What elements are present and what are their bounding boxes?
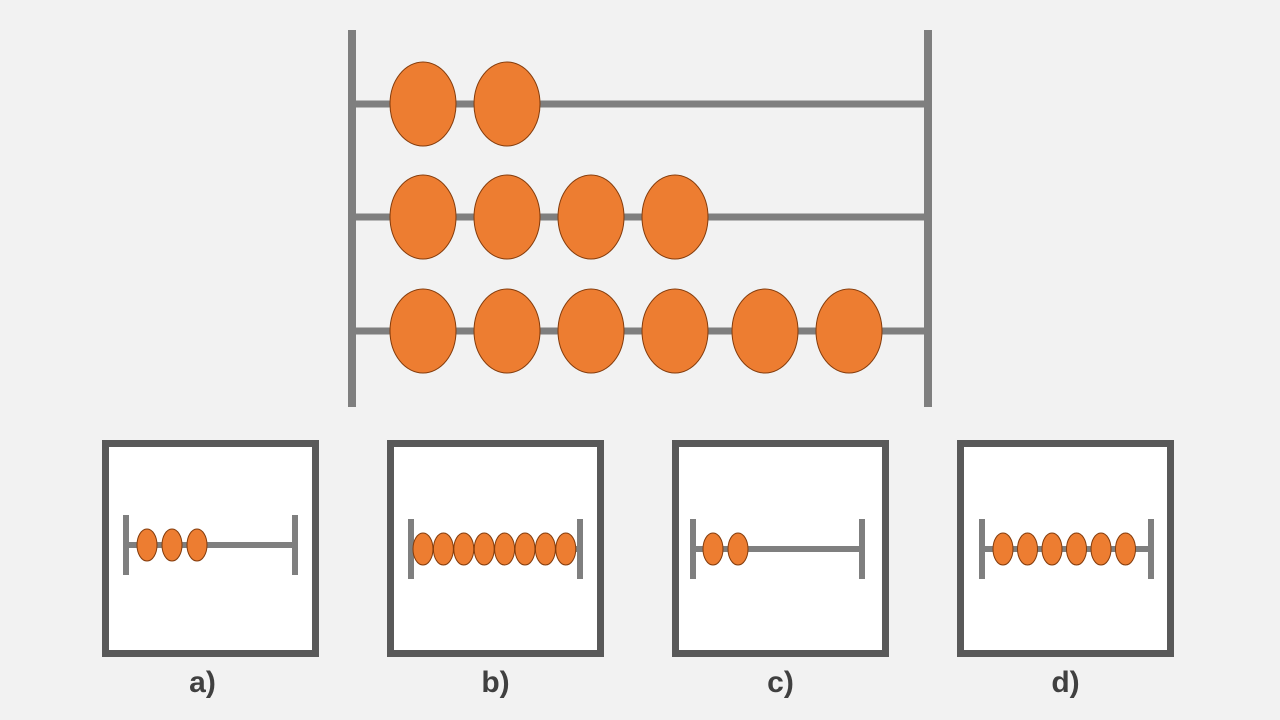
option-bead xyxy=(186,528,208,562)
option-bead xyxy=(555,532,577,566)
abacus-bead xyxy=(815,288,883,374)
option-bead xyxy=(702,532,724,566)
option-bead xyxy=(514,532,536,566)
option-a[interactable] xyxy=(102,440,319,657)
abacus-bead xyxy=(731,288,799,374)
option-c[interactable] xyxy=(672,440,889,657)
option-d-abacus xyxy=(979,519,1154,579)
abacus-bead xyxy=(641,174,709,260)
option-bead xyxy=(1017,532,1038,566)
option-c-label: c) xyxy=(767,666,794,699)
option-a-label: a) xyxy=(189,666,216,699)
abacus-bead xyxy=(389,61,457,147)
option-bead xyxy=(1090,532,1112,566)
option-bead xyxy=(432,532,454,566)
option-bead xyxy=(494,532,516,566)
main-abacus xyxy=(348,30,932,407)
option-a-abacus xyxy=(123,515,298,575)
abacus-bead xyxy=(389,288,457,374)
option-bead xyxy=(473,532,495,566)
option-c-abacus xyxy=(690,519,865,579)
option-b-abacus xyxy=(408,519,583,579)
abacus-bead xyxy=(389,174,457,260)
option-b-label: b) xyxy=(481,666,510,699)
abacus-bead xyxy=(473,288,541,374)
abacus-bead xyxy=(641,288,709,374)
option-bead xyxy=(992,532,1014,566)
abacus-bead xyxy=(557,174,625,260)
option-bead xyxy=(727,532,749,566)
option-bead xyxy=(534,532,556,566)
option-bead xyxy=(453,532,475,566)
option-d[interactable] xyxy=(957,440,1174,657)
option-bead xyxy=(161,528,183,562)
option-bead xyxy=(1041,532,1063,566)
abacus-bead xyxy=(473,174,541,260)
option-bead xyxy=(1115,532,1136,566)
option-bead xyxy=(136,528,158,562)
option-b[interactable] xyxy=(387,440,604,657)
option-d-label: d) xyxy=(1051,666,1080,699)
abacus-bead xyxy=(557,288,625,374)
option-bead xyxy=(412,532,434,566)
option-bead xyxy=(1066,532,1087,566)
abacus-bead xyxy=(473,61,541,147)
